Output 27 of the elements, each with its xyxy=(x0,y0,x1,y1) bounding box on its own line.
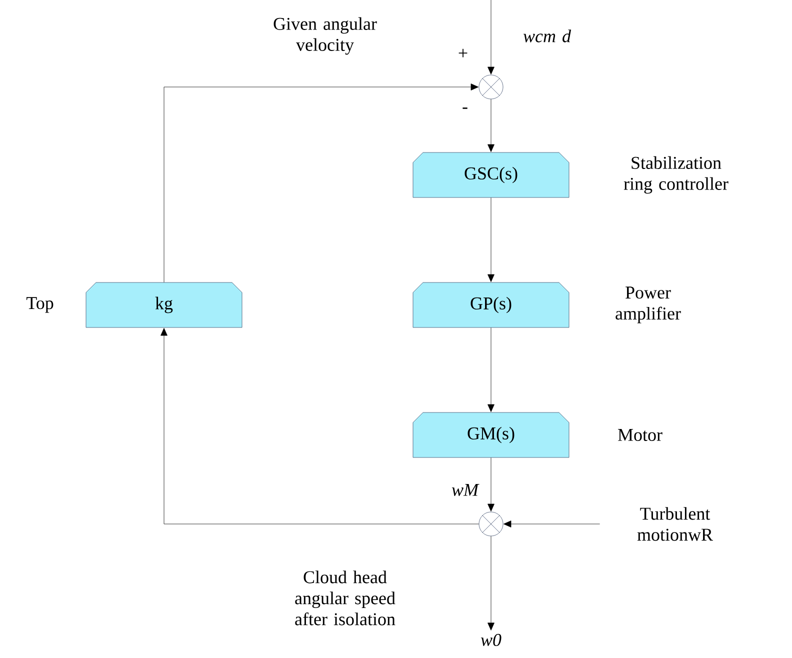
block-caption: Stabilization ring controller xyxy=(624,156,728,194)
transfer-function-block: GM(s) xyxy=(412,412,570,458)
transfer-function-block: GP(s) xyxy=(412,282,570,328)
block-caption: Power amplifier xyxy=(616,286,681,324)
sign-label: + xyxy=(458,48,468,58)
signal-label: w0 xyxy=(480,634,502,646)
signal-label: Cloud head angular speed after isolation xyxy=(295,570,396,626)
transfer-function-block: kg xyxy=(86,282,242,328)
summing-junction xyxy=(478,512,504,536)
signal-label: Given angular velocity xyxy=(274,17,377,55)
block-caption: Motor xyxy=(618,429,662,441)
transfer-function-block: GSC(s) xyxy=(412,152,570,198)
signal-label: wcm d xyxy=(523,30,572,42)
arrow xyxy=(488,198,494,282)
arrow xyxy=(488,457,494,512)
edge-label: wM xyxy=(450,483,480,497)
arrow xyxy=(488,99,494,152)
arrow xyxy=(488,536,494,630)
arrow xyxy=(160,328,479,524)
block-caption: Top xyxy=(26,297,54,313)
arrow xyxy=(488,0,494,74)
signal-label: Turbulent motionwR xyxy=(637,507,713,541)
arrow xyxy=(164,84,478,282)
arrow xyxy=(504,520,600,528)
summing-junction xyxy=(478,74,504,100)
arrow xyxy=(488,327,494,412)
sign-label: - xyxy=(462,108,468,109)
